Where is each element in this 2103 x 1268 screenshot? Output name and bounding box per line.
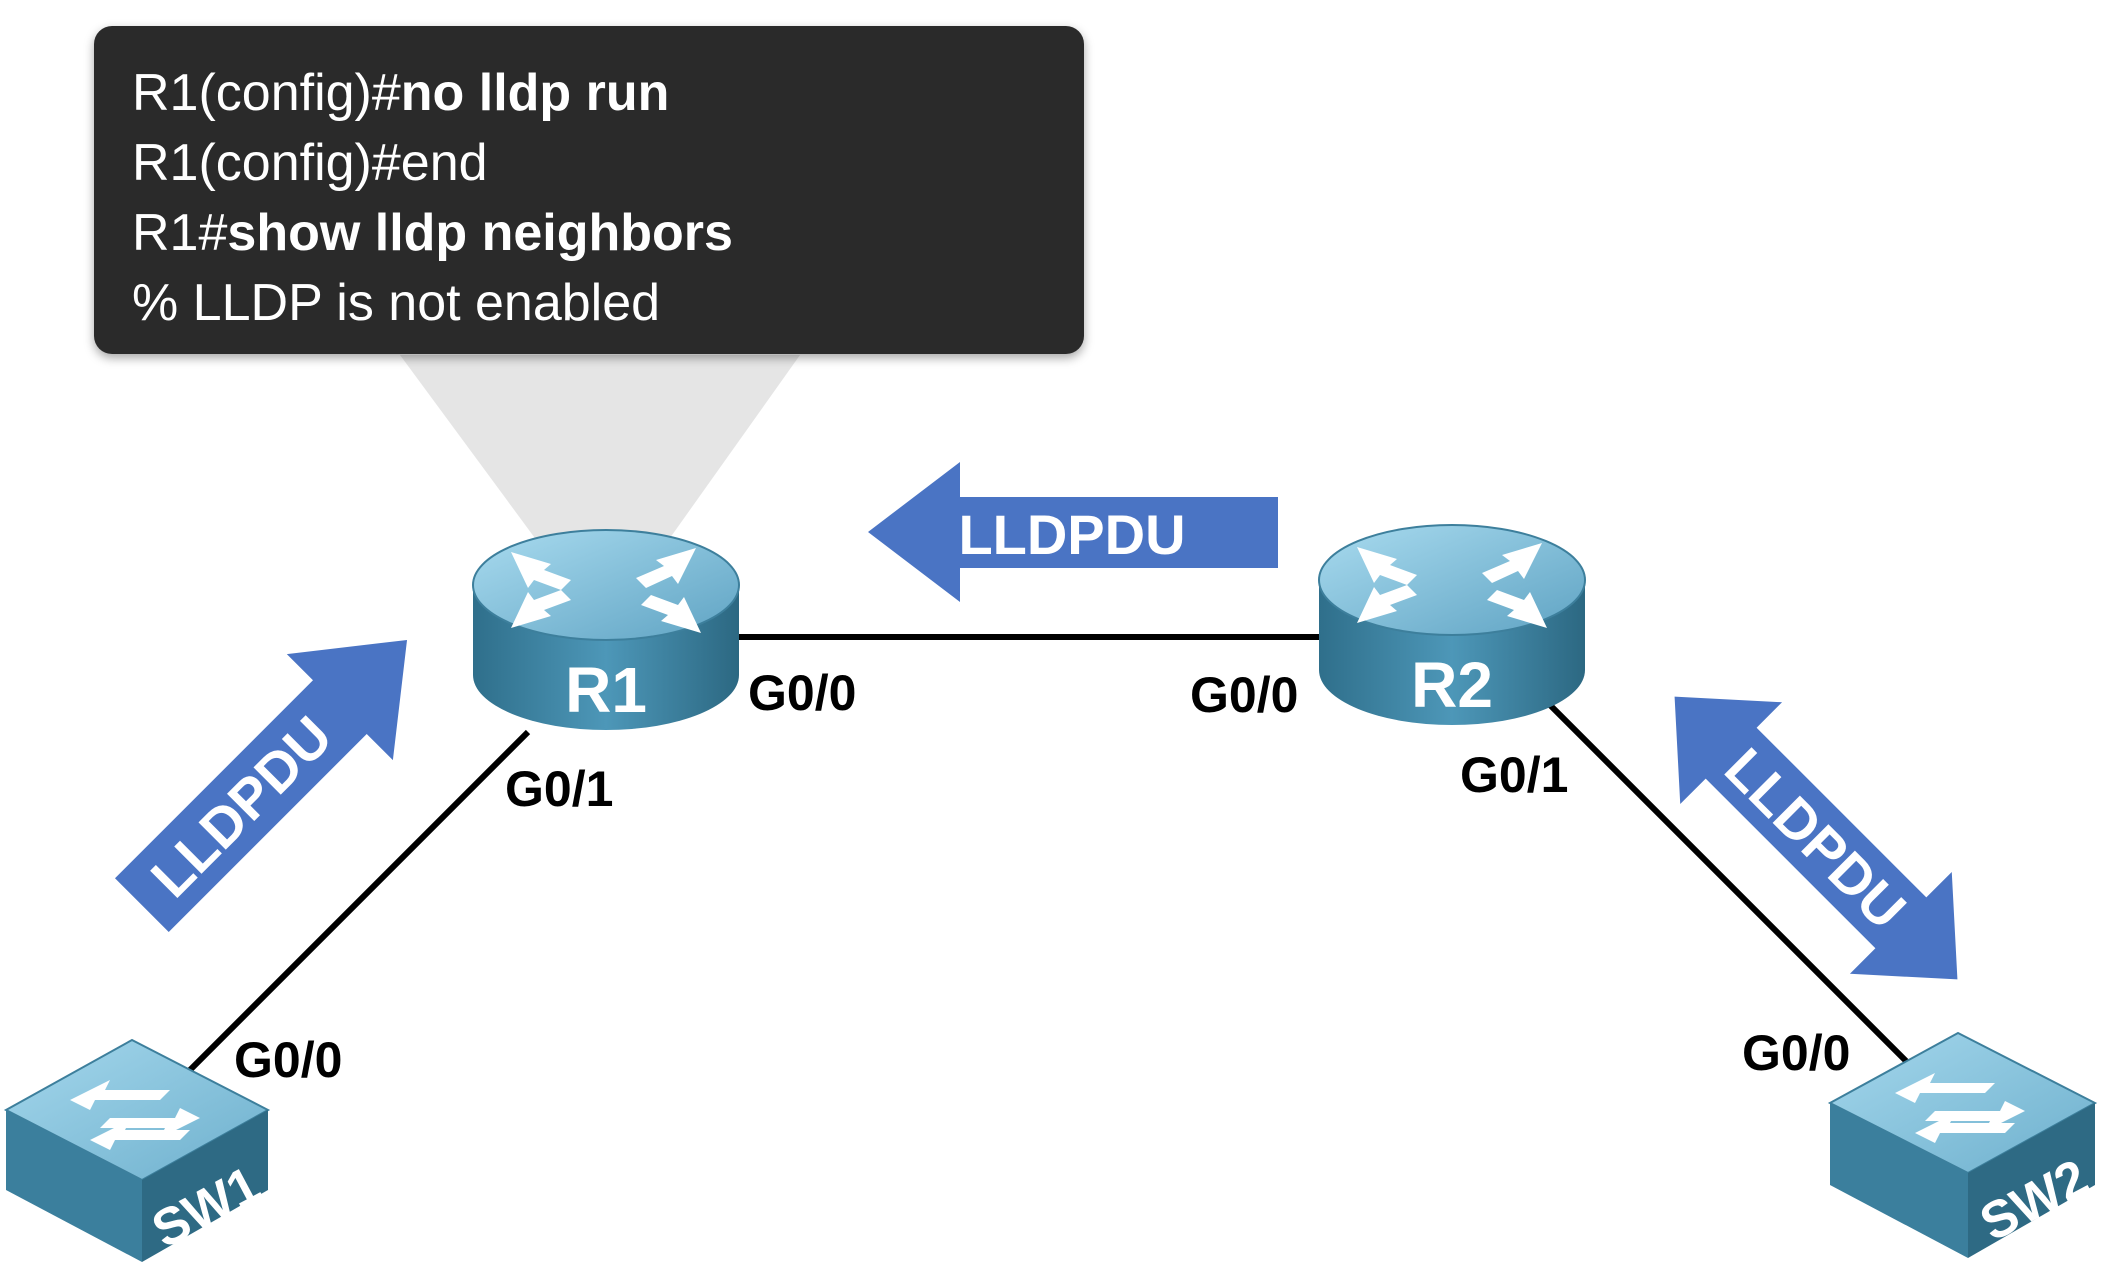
iface-r2-g01: G0/1 [1460, 747, 1568, 803]
switch-sw2-icon[interactable]: SW2 [1827, 1031, 2098, 1258]
router-r1-icon[interactable]: R1 [472, 529, 740, 730]
link-sw1-r1 [182, 729, 531, 1078]
lldpdu-label-r2-to-r1: LLDPDU [958, 503, 1185, 566]
iface-r1-g00: G0/0 [748, 665, 856, 721]
lldpdu-label-sw1-to-r1: LLDPDU [139, 704, 344, 909]
switch-sw1-icon[interactable]: SW1 [3, 1038, 271, 1262]
callout-pointer [400, 355, 800, 545]
terminal-line-3: R1#show lldp neighbors [132, 204, 733, 262]
iface-r1-g01: G0/1 [505, 761, 613, 817]
link-r2-sw2 [1542, 697, 1913, 1068]
lldpdu-label-r2-sw2: LLDPDU [1713, 736, 1918, 941]
router-r2-label: R2 [1411, 649, 1493, 721]
terminal-line-2: R1(config)#end [132, 134, 488, 192]
iface-r2-g00: G0/0 [1190, 667, 1298, 723]
router-r2-icon[interactable]: R2 [1318, 524, 1586, 725]
iface-sw2-g00: G0/0 [1742, 1025, 1850, 1081]
terminal-box: R1(config)#no lldp run R1(config)#end R1… [94, 26, 1084, 354]
router-r1-label: R1 [565, 654, 647, 726]
iface-sw1-g00: G0/0 [234, 1032, 342, 1088]
terminal-line-1: R1(config)#no lldp run [132, 64, 669, 122]
lldpdu-arrow-r2-to-r1: LLDPDU [868, 462, 1278, 602]
links [182, 634, 1913, 1078]
lldpdu-arrow-sw1-to-r1: LLDPDU [114, 639, 408, 933]
terminal-line-4: % LLDP is not enabled [132, 274, 660, 332]
